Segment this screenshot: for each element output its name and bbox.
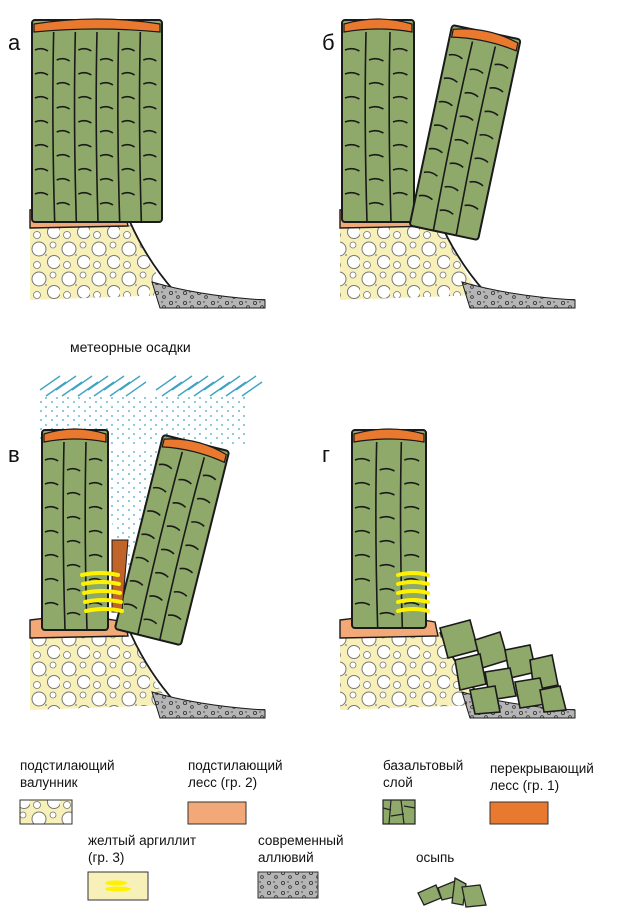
legend-boulder-swatch [20, 800, 72, 824]
legend-alluvium-swatch [258, 872, 318, 898]
legend-argillite-swatch [88, 872, 148, 900]
panel-label-b: б [322, 30, 335, 55]
panel-a [30, 19, 265, 308]
precipitation-label: метеорные осадки [70, 339, 191, 355]
legend-boulder-label: подстилающий валунник [20, 758, 118, 790]
legend-scree-label: осыпь [416, 850, 454, 865]
legend-argillite-label: желтый аргиллит (гр. 3) [88, 833, 200, 865]
rain-hatching [40, 376, 262, 396]
legend-loess2-label: подстилающий лесс (гр. 2) [188, 758, 286, 790]
panel-label-g: г [322, 442, 330, 467]
panel-g [340, 429, 575, 718]
boulder-deposit [30, 222, 170, 300]
boulder-deposit [30, 632, 170, 710]
legend-basalt-label: базальтовый слой [383, 758, 467, 790]
legend-loess1-swatch [490, 802, 548, 824]
panel-label-a: а [8, 30, 21, 55]
panel-b [340, 19, 575, 308]
legend-loess1-label: перекрывающий лесс (гр. 1) [490, 761, 598, 793]
panel-v [30, 376, 265, 718]
legend-loess2-swatch [188, 802, 246, 824]
legend-alluvium-label: современный аллювий [258, 833, 347, 865]
panel-label-v: в [8, 442, 20, 467]
legend-basalt-swatch [383, 800, 415, 824]
legend-scree-swatch [418, 878, 486, 907]
